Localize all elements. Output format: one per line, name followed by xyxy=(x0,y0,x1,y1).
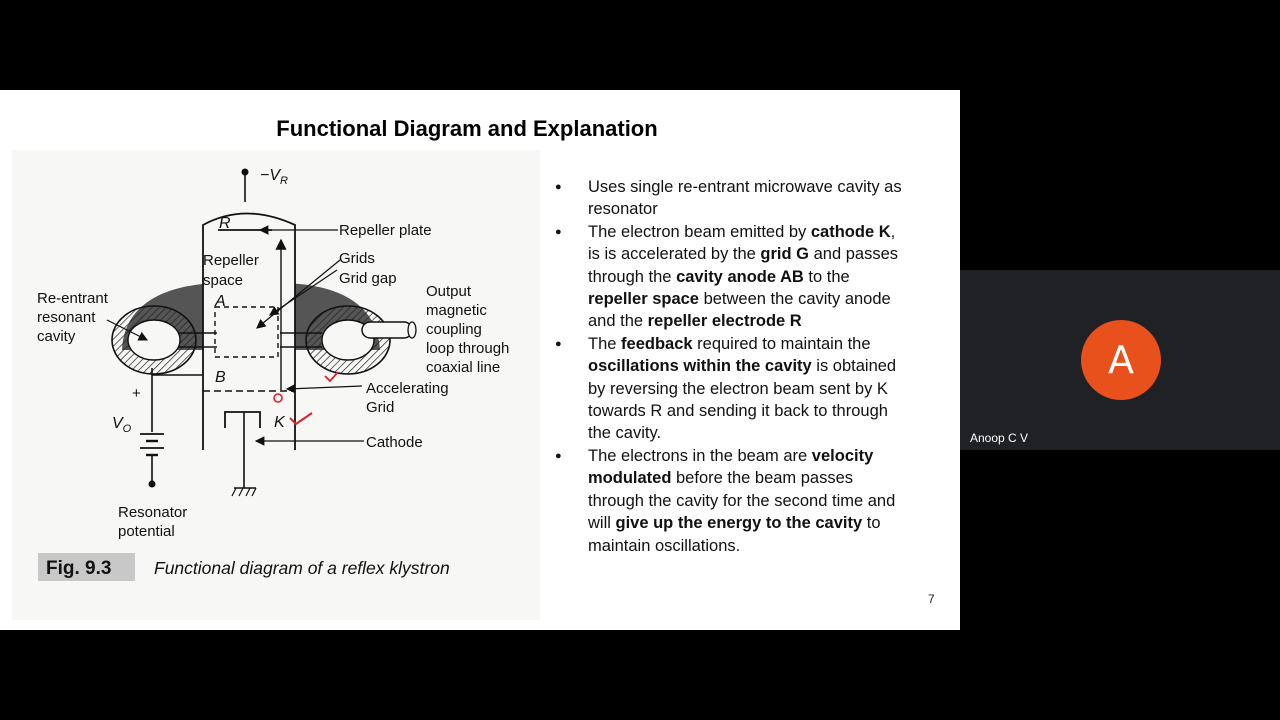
accelerating-label-1: Accelerating xyxy=(366,380,449,397)
output-label-2: magnetic xyxy=(426,302,487,319)
repeller-space-label-1: Repeller xyxy=(203,252,259,269)
a-label: A xyxy=(214,293,226,310)
bullet-bold-run: velocity modulated xyxy=(588,446,874,488)
reentrant-label-3: cavity xyxy=(37,328,76,345)
reentrant-label-1: Re-entrant xyxy=(37,290,109,307)
figure-number-box xyxy=(38,553,135,581)
bullet-item: ● The feedback required to maintain the o… xyxy=(552,333,902,445)
bullet-text-run: before the beam passes through the cavit… xyxy=(588,469,896,533)
red-checkmark xyxy=(289,412,313,426)
bullet-text-run: is obtained by reversing the electron be… xyxy=(588,357,897,443)
bullet-list: ● Uses single re-entrant microwave cavity… xyxy=(552,176,902,557)
plus-label: + xyxy=(132,385,141,402)
bullet-dot-icon: ● xyxy=(555,181,562,193)
bullet-text-run: , is is accelerated by the xyxy=(588,222,896,264)
grid-gap-label: Grid gap xyxy=(339,270,397,287)
coaxial-line xyxy=(361,321,413,339)
bullet-item: ● Uses single re-entrant microwave cavity… xyxy=(552,176,902,221)
repeller-plate-label: Repeller plate xyxy=(339,222,432,239)
output-label-3: coupling xyxy=(426,321,482,338)
page-number: 7 xyxy=(928,592,935,606)
bullet-bold-run: feedback xyxy=(621,334,693,353)
bullet-bold-run: repeller electrode R xyxy=(647,312,802,331)
klystron-diagram: −VR R Repeller plate Repeller space Grid… xyxy=(37,167,509,581)
repeller-space-label-2: space xyxy=(203,272,243,289)
bullet-dot-icon: ● xyxy=(555,449,562,462)
k-label: K xyxy=(274,414,286,431)
bullet-dot-icon: ● xyxy=(555,225,562,238)
grid-gap-box xyxy=(214,306,279,358)
right-toroid-hole xyxy=(321,319,375,361)
bullet-bold-run: grid G xyxy=(760,245,810,264)
accelerating-label-2: Grid xyxy=(366,399,394,416)
laser-pointer-icon xyxy=(273,393,283,403)
participant-avatar: A xyxy=(1081,320,1161,400)
participant-tile[interactable]: A Anoop C V xyxy=(960,270,1280,450)
figure-caption: Functional diagram of a reflex klystron xyxy=(154,558,450,578)
reentrant-label-2: resonant xyxy=(37,309,96,326)
vo-label: VO xyxy=(112,415,132,435)
resonator-label-1: Resonator xyxy=(118,504,187,521)
output-label-4: loop through xyxy=(426,340,509,357)
r-label: R xyxy=(219,215,231,232)
cathode-label: Cathode xyxy=(366,434,423,451)
bullet-dot-icon: ● xyxy=(555,337,562,350)
participant-name: Anoop C V xyxy=(970,431,1029,445)
resonator-terminal xyxy=(148,480,156,488)
slide-title: Functional Diagram and Explanation xyxy=(276,116,658,141)
cathode-element xyxy=(224,411,261,428)
resonator-label-2: potential xyxy=(118,523,175,540)
output-label-1: Output xyxy=(426,283,472,300)
bullet-item: ● The electron beam emitted by cathode K,… xyxy=(552,221,902,333)
bullet-text-run: Uses single re-entrant microwave cavity … xyxy=(588,178,902,219)
bullet-text-run: required to maintain the xyxy=(692,334,871,353)
bullet-text-run: to maintain oscillations. xyxy=(588,514,881,555)
presentation-slide: Functional Diagram and Explanation xyxy=(0,90,960,630)
output-label-5: coaxial line xyxy=(426,359,500,376)
bullet-text-run: and passes through the xyxy=(588,245,898,286)
left-toroid-hole xyxy=(127,319,181,361)
bullet-bold-run: give up the energy to the cavity xyxy=(615,514,863,533)
bullet-text-run: to the xyxy=(803,267,850,286)
bullet-text-run: The xyxy=(588,334,622,353)
bullet-text-run: The electrons in the beam are xyxy=(588,446,812,465)
b-label: B xyxy=(215,369,226,386)
vr-terminal xyxy=(241,168,249,176)
grids-label: Grids xyxy=(339,250,375,267)
bullet-bold-run: oscillations within the cavity xyxy=(588,357,812,376)
red-checkmark xyxy=(324,371,339,383)
figure-number: Fig. 9.3 xyxy=(46,558,111,579)
vr-label: −VR xyxy=(260,167,288,187)
bullet-bold-run: repeller space xyxy=(588,290,699,309)
bullet-text-run: between the cavity anode and the xyxy=(588,290,891,331)
bullet-item: ● The electrons in the beam are velocity … xyxy=(552,445,902,557)
bullet-bold-run: cathode K xyxy=(810,222,891,241)
reflex-klystron-figure: −VR R Repeller plate Repeller space Grid… xyxy=(12,150,540,620)
bullet-text-run: The electron beam emitted by xyxy=(588,222,811,241)
bullet-bold-run: cavity anode AB xyxy=(676,267,804,286)
